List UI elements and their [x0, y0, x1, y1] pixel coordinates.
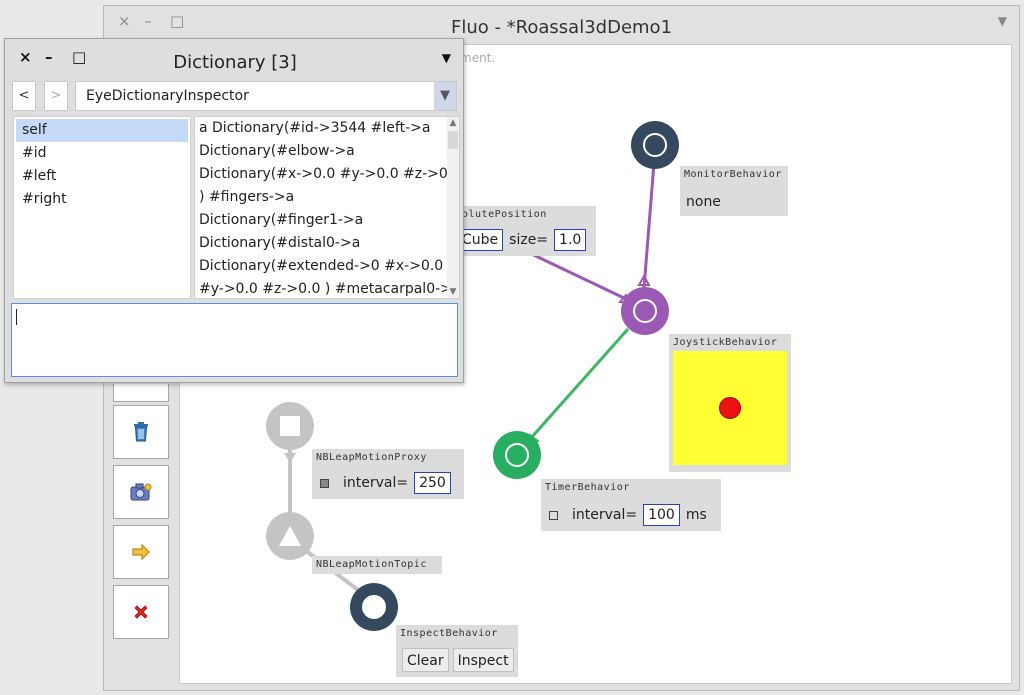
- leap-proxy-panel: NBLeapMotionProxy interval= 250: [312, 449, 464, 499]
- scrollbar-thumb[interactable]: [448, 131, 458, 149]
- tool-palette: [111, 44, 176, 690]
- value-line: Dictionary(#extended->0 #x->0.0: [199, 258, 444, 274]
- value-line: Dictionary(#elbow->a: [199, 143, 355, 159]
- panel-title: JoystickBehavior: [673, 337, 778, 348]
- interval-label: interval=: [572, 507, 638, 523]
- window-title: Fluo - *Roassal3dDemo1: [450, 17, 673, 38]
- timer-enabled-checkbox[interactable]: [549, 510, 558, 520]
- square-icon: [280, 416, 300, 436]
- value-line: Dictionary(#x->0.0 #y->0.0 #z->0.0: [199, 166, 460, 182]
- maximize-icon[interactable]: □: [170, 12, 185, 30]
- clear-button[interactable]: Clear: [402, 648, 449, 672]
- chevron-down-icon[interactable]: ▼: [434, 82, 456, 110]
- timer-behavior-panel: TimerBehavior interval= 100 ms: [541, 479, 721, 531]
- list-item[interactable]: #right: [22, 191, 67, 207]
- panel-title: olutePosition: [462, 209, 547, 220]
- value-line: Dictionary(#distal0->a: [199, 235, 361, 251]
- leap-topic-label: NBLeapMotionTopic: [312, 556, 442, 574]
- camera-icon: [130, 483, 152, 501]
- monitor-value: none: [686, 194, 721, 210]
- text-caret: [16, 309, 17, 325]
- forward-button[interactable]: [113, 525, 169, 579]
- red-x-icon: [134, 605, 148, 619]
- joystick-behavior-panel: JoystickBehavior: [669, 334, 791, 472]
- value-line: a Dictionary(#id->3544 #left->a: [199, 120, 431, 136]
- tool-button-partial[interactable]: [113, 384, 169, 402]
- joystick-handle[interactable]: [719, 397, 741, 419]
- value-line: #y->0.0 #z->0.0 ) #metacarpal0->a: [199, 281, 460, 297]
- arrowhead-icon: [284, 453, 296, 463]
- arrow-right-icon: [132, 544, 150, 560]
- minimize-icon[interactable]: –: [45, 48, 53, 66]
- joystick-pad[interactable]: [673, 351, 787, 465]
- monitor-behavior-panel: MonitorBehavior none: [680, 166, 788, 216]
- value-line: Dictionary(#finger1->a: [199, 212, 364, 228]
- window-menu-icon[interactable]: ▼: [997, 14, 1007, 28]
- maximize-icon[interactable]: □: [72, 48, 87, 66]
- screenshot-button[interactable]: [113, 465, 169, 519]
- window-menu-icon[interactable]: ▼: [441, 51, 451, 65]
- size-field[interactable]: 1.0: [554, 229, 587, 251]
- field-list[interactable]: self #id #left #right: [13, 116, 191, 299]
- delete-button[interactable]: [113, 405, 169, 459]
- inspector-type-dropdown[interactable]: EyeDictionaryInspector ▼: [75, 81, 457, 111]
- close-icon[interactable]: ×: [19, 48, 32, 66]
- canvas-hint: ment.: [460, 51, 496, 65]
- window-title: Dictionary [3]: [173, 52, 297, 73]
- value-line: ) #fingers->a: [199, 189, 295, 205]
- trash-icon: [134, 422, 148, 442]
- panel-title: TimerBehavior: [545, 482, 630, 493]
- fluo-titlebar[interactable]: × – □ Fluo - *Roassal3dDemo1 ▼: [104, 6, 1019, 44]
- shape-field[interactable]: Cube: [458, 229, 504, 251]
- remove-button[interactable]: [113, 585, 169, 639]
- minimize-icon[interactable]: –: [144, 12, 152, 30]
- panel-title: InspectBehavior: [400, 628, 498, 639]
- panel-title: NBLeapMotionTopic: [316, 559, 427, 570]
- timer-node[interactable]: [493, 431, 541, 479]
- triangle-icon: [279, 526, 301, 546]
- joystick-node[interactable]: [621, 287, 669, 335]
- list-item[interactable]: #id: [22, 145, 47, 161]
- leap-proxy-node[interactable]: [266, 402, 314, 450]
- inspect-button[interactable]: Inspect: [452, 648, 514, 672]
- inspect-behavior-panel: InspectBehavior Clear Inspect: [396, 625, 518, 677]
- value-scrollbar[interactable]: ▲ ▼: [447, 117, 459, 298]
- list-item[interactable]: #left: [22, 168, 57, 184]
- timer-interval-field[interactable]: 100: [643, 504, 680, 526]
- interval-unit: ms: [685, 507, 707, 523]
- panel-title: NBLeapMotionProxy: [316, 452, 427, 463]
- evaluator-input[interactable]: [11, 303, 458, 377]
- inspector-titlebar[interactable]: × – □ Dictionary [3] ▼: [5, 39, 463, 75]
- size-label: size=: [509, 232, 549, 248]
- absolute-position-panel: olutePosition Cube size= 1.0: [458, 206, 596, 256]
- scroll-down-icon[interactable]: ▼: [449, 287, 457, 297]
- proxy-interval-field[interactable]: 250: [414, 472, 451, 494]
- inspector-type-label: EyeDictionaryInspector: [86, 88, 249, 104]
- leap-topic-node[interactable]: [266, 512, 314, 560]
- nav-forward-button[interactable]: >: [44, 81, 68, 111]
- nav-back-button[interactable]: <: [12, 81, 36, 111]
- edge-monitor-to-joystick: [642, 162, 656, 289]
- edge-timer-to-joystick: [529, 328, 630, 439]
- arrowhead-icon: [637, 273, 651, 286]
- inspect-node[interactable]: [350, 583, 398, 631]
- proxy-enabled-checkbox[interactable]: [320, 478, 329, 488]
- interval-label: interval=: [343, 475, 409, 491]
- monitor-node[interactable]: [631, 121, 679, 169]
- value-text-pane[interactable]: a Dictionary(#id->3544 #left->a Dictiona…: [194, 116, 460, 299]
- panel-title: MonitorBehavior: [684, 169, 782, 180]
- list-item[interactable]: self: [16, 119, 188, 142]
- close-icon[interactable]: ×: [118, 12, 131, 30]
- dictionary-inspector-window: × – □ Dictionary [3] ▼ < > EyeDictionary…: [4, 38, 464, 383]
- scroll-up-icon[interactable]: ▲: [449, 118, 457, 128]
